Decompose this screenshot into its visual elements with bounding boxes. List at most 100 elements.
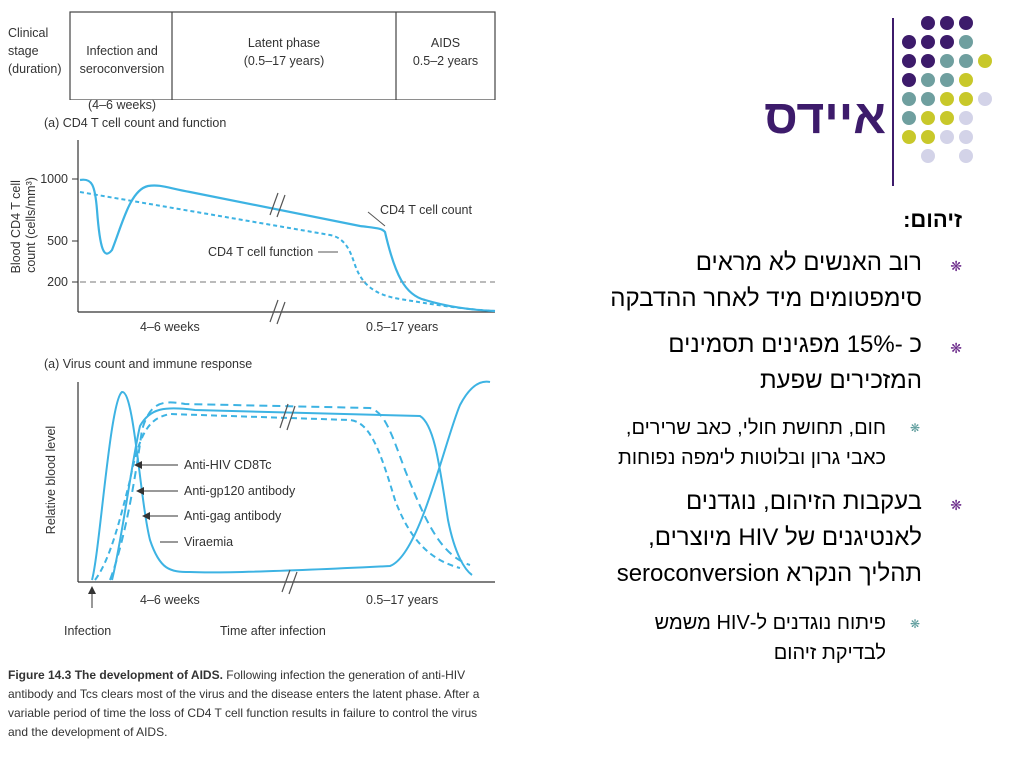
legend-arrowhead [134, 461, 142, 469]
title-divider [892, 18, 894, 186]
panel-b-ylabel: Relative blood level [44, 426, 58, 534]
caption-title: Figure 14.3 The development of AIDS. [8, 668, 223, 682]
decorative-dot [921, 73, 935, 87]
bullet-2: כ -15% מפגינים תסמינים המזכירים שפעת [668, 327, 922, 399]
bullet-1-line-1: רוב האנשים לא מראים [695, 249, 922, 276]
decorative-dot [978, 54, 992, 68]
decorative-dot [921, 149, 935, 163]
sub-bullet-2-line-2: לבדיקת זיהום [773, 642, 886, 664]
decorative-dot [902, 35, 916, 49]
decorative-dot [940, 35, 954, 49]
aids-development-figure: (a) CD4 T cell count and function 1000 5… [9, 116, 496, 638]
decorative-dot [902, 92, 916, 106]
ytick-500: 500 [47, 234, 68, 248]
infection-label: Infection [64, 624, 111, 638]
bullet-3: בעקבות הזיהום, נוגדנים לאנטיגנים של HIV … [617, 484, 922, 592]
panel-a-xtick-weeks: 4–6 weeks [140, 320, 200, 334]
decorative-dot [940, 130, 954, 144]
legend-arrowhead [142, 512, 150, 520]
decorative-dot [902, 111, 916, 125]
bullet-icon: ❋ [950, 497, 962, 513]
panel-b-xlabel: Time after infection [220, 624, 326, 638]
decorative-dot [959, 54, 973, 68]
decorative-dot [978, 92, 992, 106]
anti-hiv-cd8tc-curve [111, 407, 473, 581]
viraemia-curve [91, 380, 491, 581]
sub-bullet-1-line-2: כאבי גרון ובלוטות לימפה נפוחות [618, 447, 886, 469]
stage-stub: Clinical stage (duration) [8, 26, 62, 76]
ytick-200: 200 [47, 275, 68, 289]
decorative-dot [959, 149, 973, 163]
panel-a-xtick-years: 0.5–17 years [366, 320, 438, 334]
panel-b-title: (a) Virus count and immune response [44, 357, 252, 371]
break-mark [276, 301, 286, 325]
legend-anti-hiv-cd8tc: Anti-HIV CD8Tc [184, 458, 272, 472]
panel-b-xtick-weeks: 4–6 weeks [140, 593, 200, 607]
label-leader-line [367, 211, 386, 227]
decorative-dot [959, 92, 973, 106]
stage-latent-name: Latent phase [247, 36, 321, 50]
break-mark [288, 571, 298, 595]
decorative-dot [940, 73, 954, 87]
break-mark [269, 192, 279, 216]
legend-viraemia: Viraemia [184, 535, 233, 549]
decorative-dot [959, 111, 973, 125]
decorative-dot [921, 92, 935, 106]
sub-bullet-icon: ❋ [909, 421, 920, 435]
cd4-function-label: CD4 T cell function [208, 245, 313, 259]
legend-anti-gp120: Anti-gp120 antibody [184, 484, 296, 498]
bullet-icon: ❋ [950, 340, 962, 356]
anti-gp120-antibody-curve [109, 401, 471, 581]
bullet-3-line-3: תהליך הנקרא seroconversion [616, 560, 922, 587]
sub-bullet-1-line-1: חום, תחושת חולי, כאב שרירים, [625, 417, 886, 439]
bullet-2-line-2: המזכירים שפעת [759, 367, 922, 394]
break-mark [276, 194, 286, 218]
cd4-count-label: CD4 T cell count [380, 203, 472, 217]
decorative-dot [959, 130, 973, 144]
bullet-icon: ❋ [950, 258, 962, 274]
decorative-dot [921, 54, 935, 68]
decorative-dot [921, 16, 935, 30]
decorative-dot [902, 73, 916, 87]
bullet-3-line-1: בעקבות הזיהום, נוגדנים [685, 488, 922, 515]
panel-a-title: (a) CD4 T cell count and function [44, 116, 226, 130]
panel-b-xtick-years: 0.5–17 years [366, 593, 438, 607]
clinical-stage-table: Clinical stage (duration) Infection and … [0, 0, 500, 112]
decorative-dot [921, 35, 935, 49]
caption-text: Following infection the generation of an… [8, 668, 480, 739]
infection-arrowhead [88, 586, 96, 594]
stage-infection-duration: (4–6 weeks) [87, 98, 157, 112]
ytick-1000: 1000 [40, 172, 68, 186]
sub-bullet-icon: ❋ [909, 617, 920, 631]
bullet-1-line-2: סימפטומים מיד לאחר ההדבקה [610, 285, 922, 312]
decorative-dot [921, 111, 935, 125]
decorative-dot [940, 111, 954, 125]
break-mark [281, 569, 291, 593]
slide-title: איידס [764, 91, 886, 144]
bullet-3-line-2: לאנטיגנים של HIV מיוצרים, [648, 524, 922, 551]
break-mark [279, 403, 289, 429]
legend-anti-gag: Anti-gag antibody [184, 509, 282, 523]
decorative-dot [940, 92, 954, 106]
bullet-1: רוב האנשים לא מראים סימפטומים מיד לאחר ה… [610, 245, 922, 317]
panel-a-ylabel: Blood CD4 T cell count (cells/mm³) [9, 177, 38, 274]
bullet-2-line-1: כ -15% מפגינים תסמינים [668, 331, 922, 358]
decorative-dot [959, 73, 973, 87]
stage-latent-duration: (0.5–17 years) [243, 54, 325, 68]
sub-bullet-1: חום, תחושת חולי, כאב שרירים, כאבי גרון ו… [618, 413, 886, 473]
legend-arrowhead [136, 487, 144, 495]
stage-aids-name: AIDS [430, 36, 461, 50]
decorative-dot [940, 16, 954, 30]
decorative-dot [902, 130, 916, 144]
sub-bullet-2: פיתוח נוגדנים ל-HIV משמש לבדיקת זיהום [655, 608, 886, 668]
stage-aids-duration: 0.5–2 years [412, 54, 479, 68]
section-heading: זיהום: [903, 207, 962, 232]
decorative-dot [940, 54, 954, 68]
decorative-dot [921, 130, 935, 144]
cd4-count-curve [79, 178, 496, 313]
sub-bullet-2-line-1: פיתוח נוגדנים ל-HIV משמש [654, 612, 886, 634]
decorative-dot [959, 35, 973, 49]
break-mark [286, 405, 296, 431]
stage-infection-name: Infection and seroconversion [79, 44, 165, 76]
decorative-dot [959, 16, 973, 30]
